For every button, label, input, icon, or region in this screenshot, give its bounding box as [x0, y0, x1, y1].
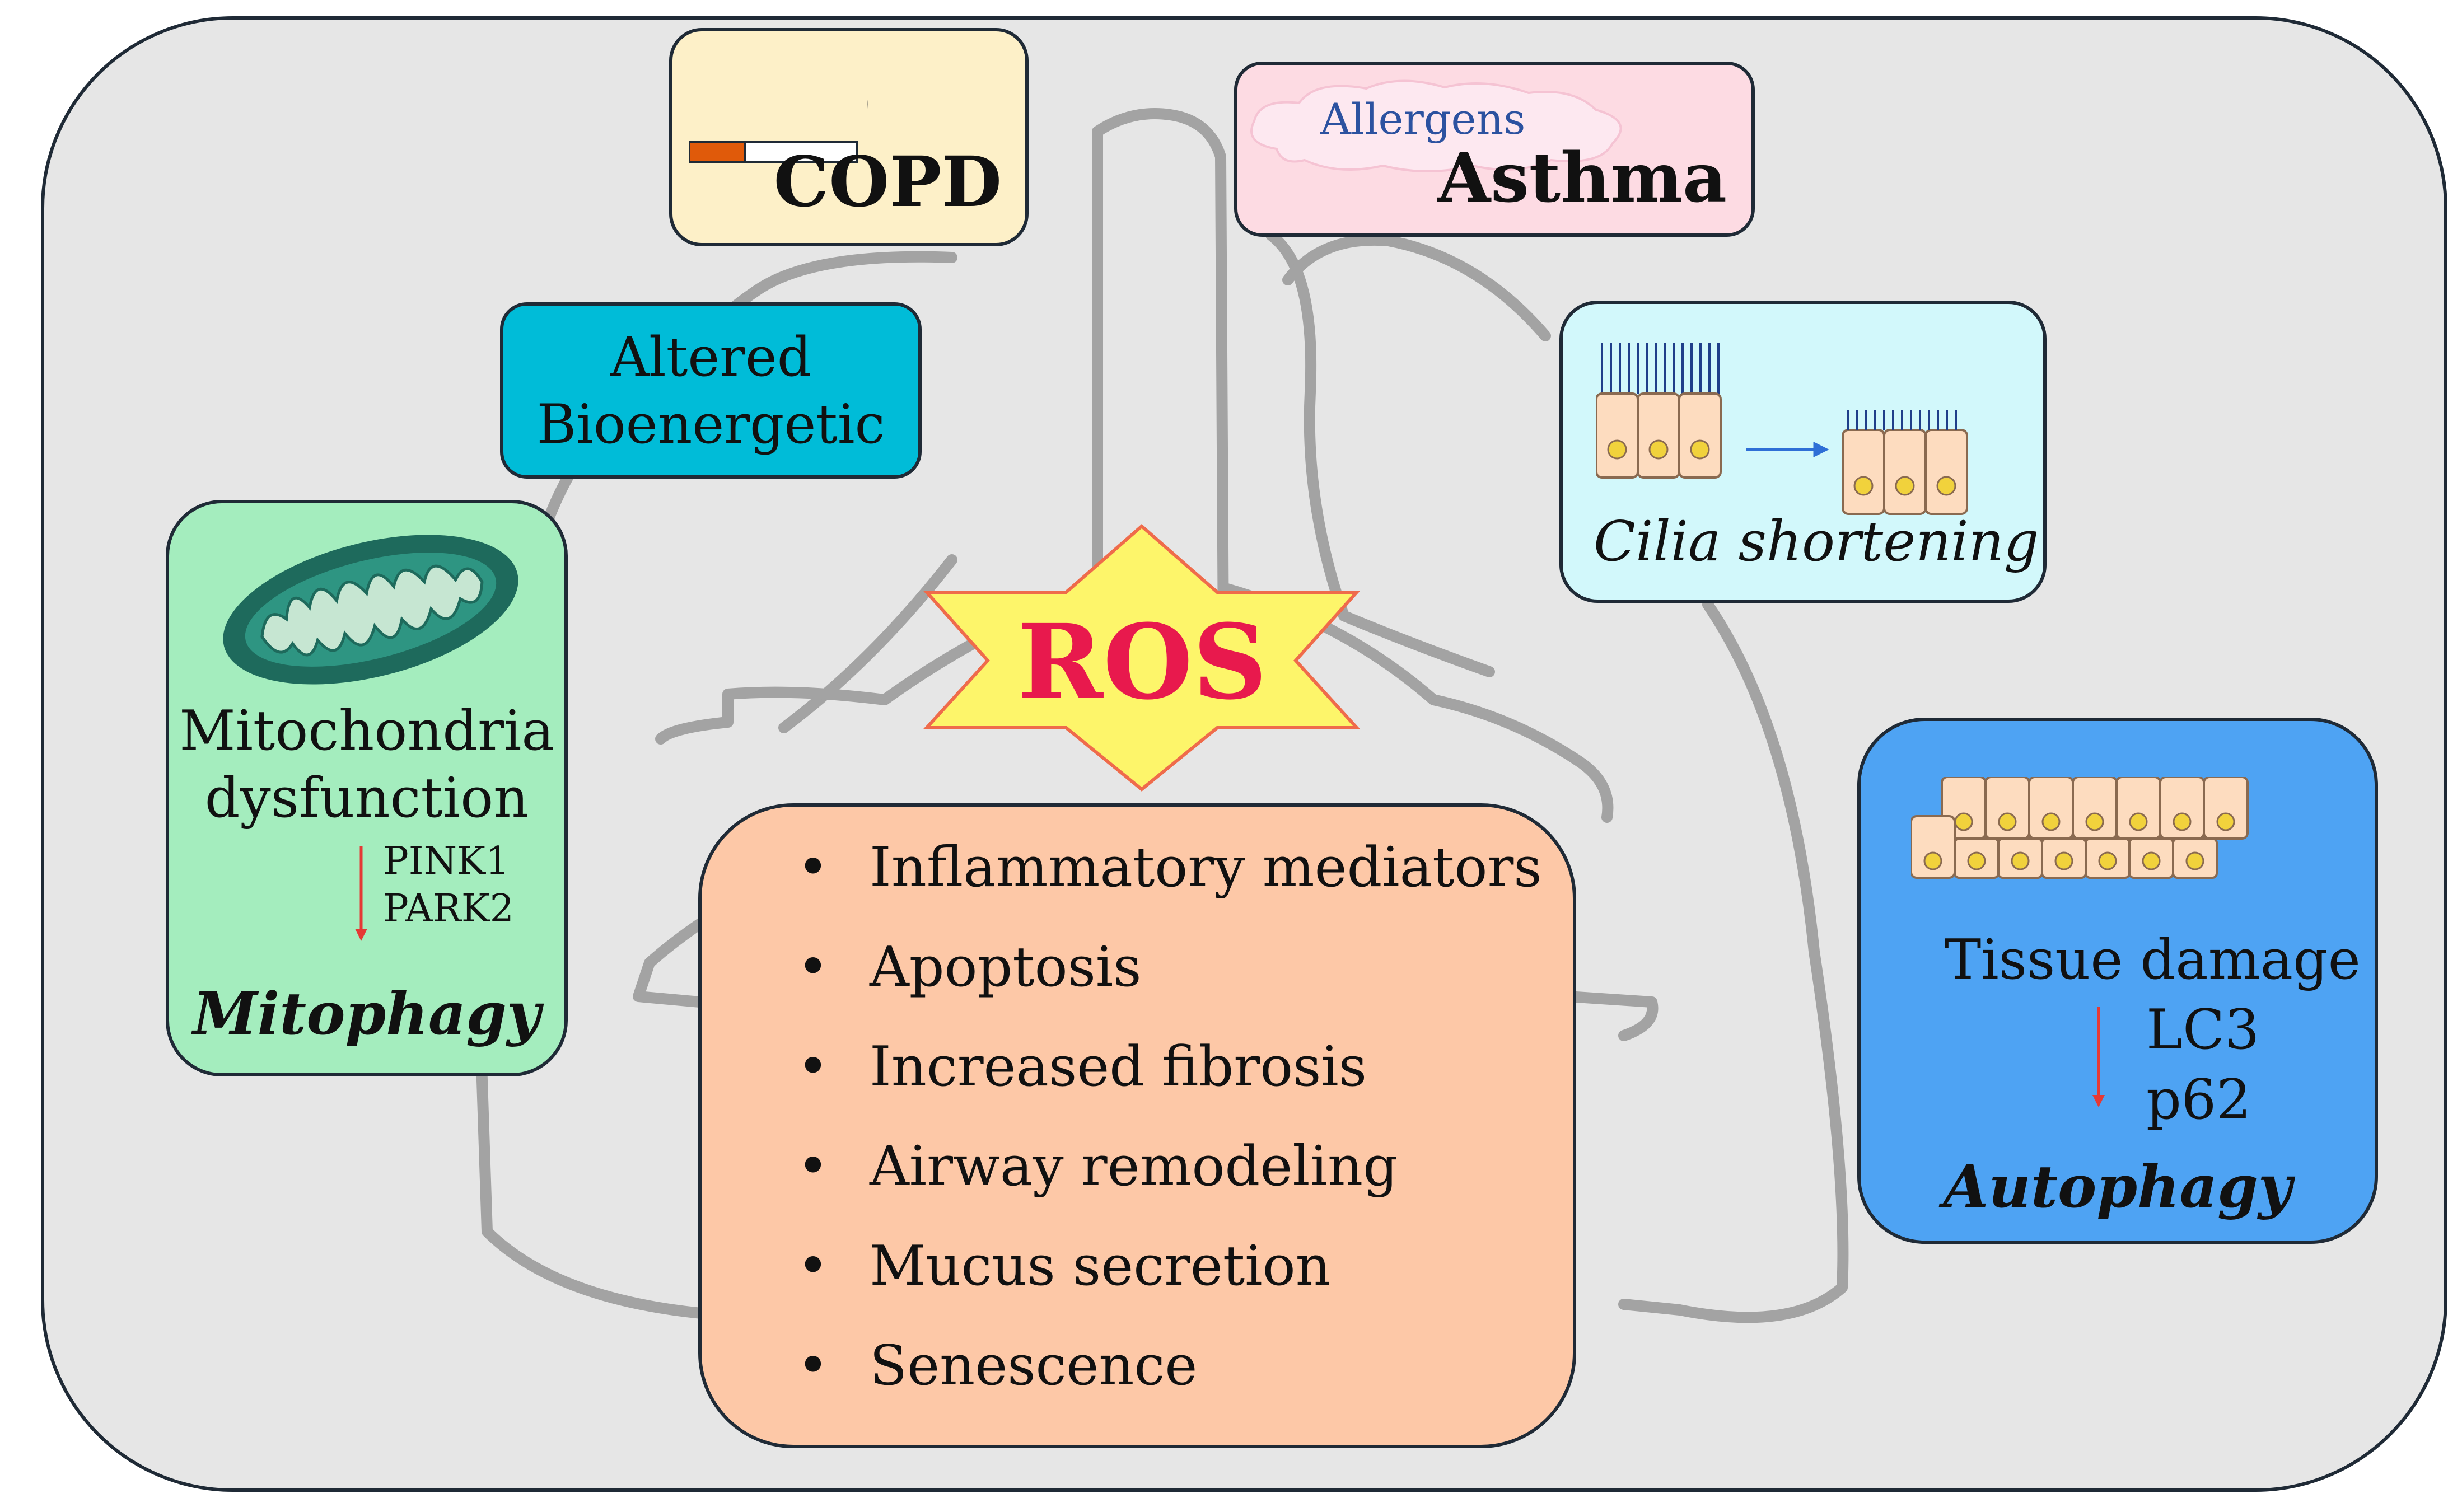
ros-label: ROS [1017, 602, 1268, 723]
effect-label: Increased fibrosis [870, 1035, 1367, 1099]
p62-label: p62 [2146, 1068, 2251, 1132]
dysfunction-label: dysfunction [204, 766, 529, 830]
bullet-icon: • [797, 836, 829, 900]
bullet-icon: • [797, 935, 829, 999]
mitochondrion-icon [223, 535, 518, 685]
ros-star [923, 524, 1361, 792]
lc3-label: LC3 [2146, 998, 2260, 1062]
effect-item: •Airway remodeling [702, 1139, 1573, 1239]
effect-label: Inflammatory mediators [870, 836, 1542, 900]
effect-label: Apoptosis [870, 935, 1142, 999]
effect-item: •Apoptosis [702, 940, 1573, 1040]
asthma-label: Asthma [1437, 137, 1727, 218]
ros-effects-list: •Inflammatory mediators •Apoptosis •Incr… [702, 840, 1573, 1438]
cilia-cells-icon [1596, 343, 1968, 515]
bullet-icon: • [797, 1234, 829, 1298]
long-cilia-cells [1601, 343, 1720, 394]
autophagy-label: Autophagy [1943, 1152, 2292, 1221]
bioenergetic-line-2: Bioenergetic [536, 392, 885, 456]
effect-label: Airway remodeling [870, 1135, 1398, 1199]
ros-effects-box: •Inflammatory mediators •Apoptosis •Incr… [698, 803, 1576, 1448]
right-arrow-icon [1746, 441, 1829, 458]
cigarette-icon [689, 99, 868, 163]
bullet-icon: • [797, 1135, 829, 1199]
epithelial-cells-icon [1911, 777, 2249, 879]
mitophagy-label: Mitophagy [193, 979, 541, 1048]
effect-item: •Senescence [702, 1338, 1573, 1438]
mitochondria-label: Mitochondria [179, 699, 554, 763]
mitophagy-box: Mitochondria dysfunction PINK1 PARK2 Mit… [166, 500, 568, 1076]
bullet-icon: • [797, 1334, 829, 1398]
park2-label: PARK2 [383, 887, 514, 931]
effect-item: •Inflammatory mediators [702, 840, 1573, 940]
allergen-cloud-icon [1250, 79, 1622, 172]
autophagy-box: Tissue damage LC3 p62 Autophagy [1857, 718, 2378, 1244]
bullet-icon: • [797, 1035, 829, 1099]
asthma-box: Allergens Asthma [1234, 62, 1755, 237]
pink1-label: PINK1 [383, 839, 510, 883]
effect-item: •Mucus secretion [702, 1239, 1573, 1338]
cilia-shortening-box: Cilia shortening [1559, 301, 2047, 603]
down-arrow-icon [355, 846, 367, 941]
effect-label: Mucus secretion [870, 1234, 1331, 1298]
effect-item: •Increased fibrosis [702, 1040, 1573, 1139]
tissue-damage-label: Tissue damage [1945, 928, 2361, 992]
down-arrow-icon [2092, 1007, 2105, 1107]
allergens-label: Allergens [1320, 94, 1526, 144]
bioenergetic-line-1: Altered [610, 325, 812, 388]
copd-label: COPD [773, 142, 1002, 223]
copd-box: COPD [669, 28, 1029, 246]
cilia-shortening-label: Cilia shortening [1594, 510, 2039, 574]
altered-bioenergetic-box: Altered Bioenergetic [500, 302, 922, 479]
effect-label: Senescence [870, 1334, 1198, 1398]
